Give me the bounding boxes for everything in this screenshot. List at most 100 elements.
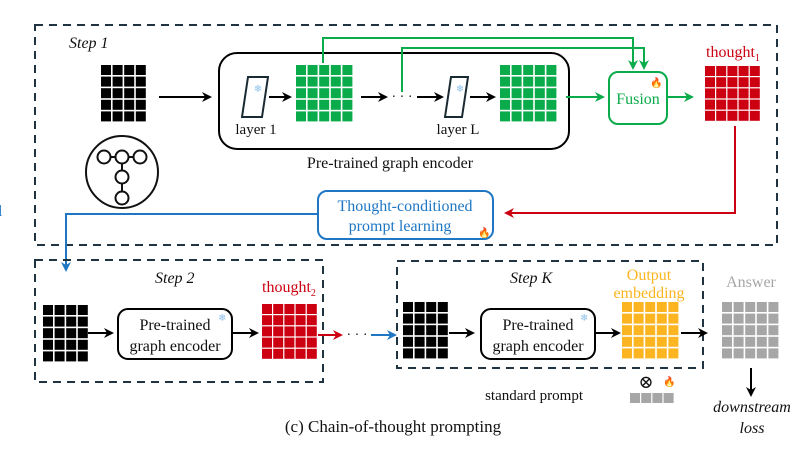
grid-cell [414, 313, 425, 324]
grid-cell [77, 339, 88, 350]
grid-cell [295, 326, 306, 337]
downstream-label-line2: loss [740, 420, 765, 437]
grid-cell [135, 65, 146, 75]
grid-cell [668, 348, 679, 359]
grid-cell [273, 326, 284, 337]
grid-cell [295, 315, 306, 326]
grid-cell [668, 336, 679, 347]
grid-cell [768, 313, 779, 324]
grid-cell [727, 88, 738, 99]
grid-cell [307, 88, 318, 99]
step2-frame [34, 259, 324, 383]
step1-frame [34, 24, 778, 246]
grid-cell [511, 65, 522, 75]
snowflake-icon: ❄ [456, 84, 464, 95]
grid-cell [273, 348, 284, 359]
grid-cell [112, 65, 123, 75]
grid-cell [733, 302, 744, 312]
grid-cell [749, 88, 760, 99]
left-edge-fragment: l [0, 203, 3, 220]
grid-cell [273, 315, 284, 326]
grid-cell [284, 326, 295, 337]
grid-cell [733, 348, 744, 359]
grid-cell [124, 76, 135, 87]
output-label-line1: Output [627, 267, 672, 284]
grid-cell [546, 65, 557, 75]
grid-cell [403, 313, 413, 324]
grid-cell [262, 326, 272, 337]
grid-cell [722, 336, 732, 347]
grid-cell [342, 88, 353, 99]
grid-cell [437, 348, 448, 359]
grid-cell [546, 111, 557, 122]
grid-cell [641, 393, 652, 403]
grid-cell [101, 111, 111, 122]
grid-cell [738, 77, 749, 88]
downstream-label-line1: downstream [713, 399, 791, 416]
grid-cell [645, 348, 656, 359]
grid-cell [307, 76, 318, 87]
grid-cell [622, 325, 632, 336]
grid-cell [705, 99, 715, 110]
thought1-label: thought1 [706, 44, 760, 64]
grid-cell [77, 316, 88, 327]
grid-cell [54, 339, 65, 350]
grid-cell [296, 99, 306, 110]
grid-cell [622, 302, 632, 312]
grid-cell [633, 302, 644, 312]
grid-cell [756, 313, 767, 324]
grid-cell [745, 336, 756, 347]
grid-cell [262, 348, 272, 359]
grid-cell [656, 336, 667, 347]
grid-cell [330, 88, 341, 99]
grid-cell [633, 325, 644, 336]
grid-cell [330, 111, 341, 122]
grid-cell [43, 316, 53, 327]
grid-cell [668, 313, 679, 324]
elementwise-product-icon: ⊗ [638, 372, 653, 392]
grid-cell [426, 325, 437, 336]
figure-caption: (c) Chain-of-thought prompting [285, 417, 502, 436]
grid-cell [66, 305, 77, 315]
grid-cell [101, 65, 111, 75]
grid-cell [733, 336, 744, 347]
grid-cell [738, 88, 749, 99]
grid-cell [342, 65, 353, 75]
stepK-encoder-line1: Pre-trained [502, 317, 573, 334]
grid-cell [733, 325, 744, 336]
stepK-input-grid [403, 302, 448, 359]
grid-cell [645, 302, 656, 312]
grid-cell [112, 76, 123, 87]
grid-cell [768, 336, 779, 347]
step2-input-grid [43, 305, 88, 362]
grid-cell [622, 313, 632, 324]
thought1-grid [705, 66, 760, 121]
grid-cell [633, 348, 644, 359]
output-label-line2: embedding [613, 285, 684, 302]
grid-cell [756, 302, 767, 312]
grid-cell [414, 336, 425, 347]
grid-cell [656, 348, 667, 359]
grid-cell [716, 66, 727, 76]
grid-cell [124, 111, 135, 122]
snowflake-icon: ❄ [580, 313, 588, 324]
arrow-thought-to-prompt [504, 126, 736, 218]
grid-cell [66, 316, 77, 327]
grid-cell [262, 304, 272, 314]
grid-cell [426, 348, 437, 359]
grid-cell [645, 325, 656, 336]
grid-cell [273, 304, 284, 314]
grid-cell [523, 76, 534, 87]
grid-cell [101, 88, 111, 99]
grid-cell [500, 65, 510, 75]
fire-icon: 🔥 [478, 226, 490, 239]
step2-title: Step 2 [155, 270, 195, 287]
grid-cell [645, 336, 656, 347]
grid-cell [330, 65, 341, 75]
grid-cell [306, 315, 317, 326]
grid-cell [342, 99, 353, 110]
grid-cell [296, 76, 306, 87]
grid-cell [546, 99, 557, 110]
standard-prompt-label: standard prompt [485, 388, 584, 404]
grid-cell [66, 328, 77, 339]
